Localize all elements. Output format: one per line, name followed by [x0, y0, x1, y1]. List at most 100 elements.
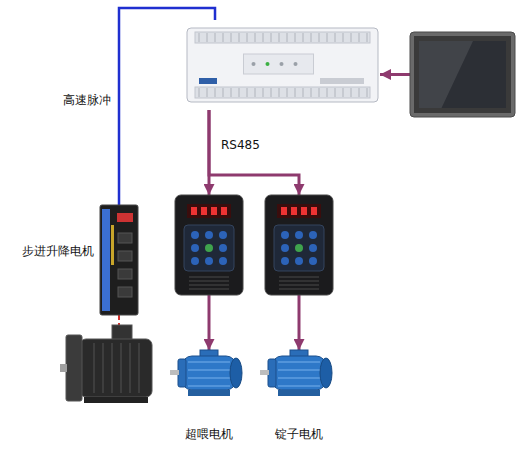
plc-terminal	[319, 88, 320, 97]
inverter-button	[295, 257, 303, 265]
inverter-button	[219, 244, 227, 252]
inverter-digit	[201, 207, 207, 215]
motor-fin	[278, 385, 320, 387]
motor-fin	[188, 377, 230, 379]
ac-motor: 超喂电机	[170, 350, 248, 400]
motor-end-cap	[320, 358, 332, 388]
touch-screen	[410, 32, 515, 117]
inverter-button	[191, 257, 199, 265]
inverter-vent	[189, 280, 229, 282]
plc-logo	[199, 78, 217, 84]
inverter-vent	[189, 284, 229, 286]
inverter-vent	[189, 288, 229, 290]
ac-motor: 锭子电机	[260, 350, 338, 400]
drive-connector	[118, 233, 132, 243]
drive-display	[117, 213, 133, 222]
plc-terminal	[247, 88, 248, 97]
inverter-button	[281, 257, 289, 265]
stepper-body	[80, 339, 152, 397]
inverter-display	[277, 204, 321, 218]
connector-label: RS485	[221, 137, 260, 153]
motor-flange	[268, 359, 276, 387]
plc-terminal	[367, 33, 368, 42]
stepper-fin	[93, 343, 95, 393]
ac-motor-art	[260, 350, 338, 400]
motor-fin	[188, 361, 230, 363]
inverter-button	[205, 231, 213, 239]
plc-terminal	[343, 33, 344, 42]
drive-connector	[118, 251, 132, 261]
motor-flange	[178, 359, 186, 387]
plc-terminal	[311, 88, 312, 97]
inverter-digit	[191, 207, 197, 215]
inverter-art	[265, 195, 333, 295]
hmi-frame	[414, 36, 511, 113]
plc-terminal	[327, 33, 328, 42]
inverter-digit	[281, 207, 287, 215]
inverter-body	[175, 195, 243, 295]
inverter-digit	[211, 207, 217, 215]
plc-terminal	[327, 88, 328, 97]
inverter-button	[309, 244, 317, 252]
drive-stripe	[102, 209, 110, 311]
inverter-button	[191, 231, 199, 239]
node-label: 超喂电机	[154, 426, 264, 442]
plc-terminal-strip	[195, 87, 370, 98]
plc-led	[252, 62, 256, 66]
plc-model-plate	[320, 78, 364, 84]
inverter-vent	[279, 280, 319, 282]
stepper-fin	[102, 343, 104, 393]
inverter	[175, 195, 243, 295]
plc-terminal	[223, 88, 224, 97]
inverter-button	[219, 257, 227, 265]
motor-body	[272, 356, 326, 390]
plc-terminal	[343, 88, 344, 97]
drive-connector	[118, 287, 132, 297]
plc-terminal	[263, 33, 264, 42]
plc-led	[266, 62, 270, 66]
inverter-display	[187, 204, 231, 218]
inverter-keypad	[274, 225, 324, 271]
inverter-body	[265, 195, 333, 295]
stepper-motor	[60, 325, 155, 410]
plc-terminal	[351, 33, 352, 42]
plc-terminal	[231, 33, 232, 42]
inverter-button	[295, 244, 303, 252]
plc-terminal	[207, 88, 208, 97]
plc-terminal	[207, 33, 208, 42]
plc-terminal	[279, 88, 280, 97]
plc-terminal	[215, 33, 216, 42]
inverter-vent	[189, 276, 229, 278]
motor-fin	[278, 369, 320, 371]
motor-fin	[188, 369, 230, 371]
plc-terminal	[351, 88, 352, 97]
connector	[298, 295, 301, 350]
plc-terminal	[255, 88, 256, 97]
inverter-button	[205, 244, 213, 252]
plc-terminal	[367, 88, 368, 97]
plc-terminal	[255, 33, 256, 42]
connector	[380, 73, 410, 76]
inverter-art	[175, 195, 243, 295]
inverter-button	[191, 244, 199, 252]
inverter-vent	[279, 284, 319, 286]
plc-terminal	[279, 33, 280, 42]
plc-led	[294, 62, 298, 66]
plc-terminal	[287, 88, 288, 97]
plc-terminal	[215, 88, 216, 97]
stepper-base	[84, 397, 148, 403]
connector-label: 高速脉冲	[63, 92, 111, 108]
inverter-button	[281, 231, 289, 239]
plc-terminal	[295, 88, 296, 97]
stepper-driver: 步进升降电机	[100, 205, 138, 315]
inverter-vent	[279, 288, 319, 290]
drive-body	[100, 205, 138, 315]
plc-terminal	[295, 33, 296, 42]
inverter-digit	[311, 207, 317, 215]
motor-end-cap	[230, 358, 242, 388]
motor-feet	[278, 390, 320, 396]
inverter-button	[281, 244, 289, 252]
plc-terminal	[247, 33, 248, 42]
plc-controller-art	[185, 20, 380, 110]
